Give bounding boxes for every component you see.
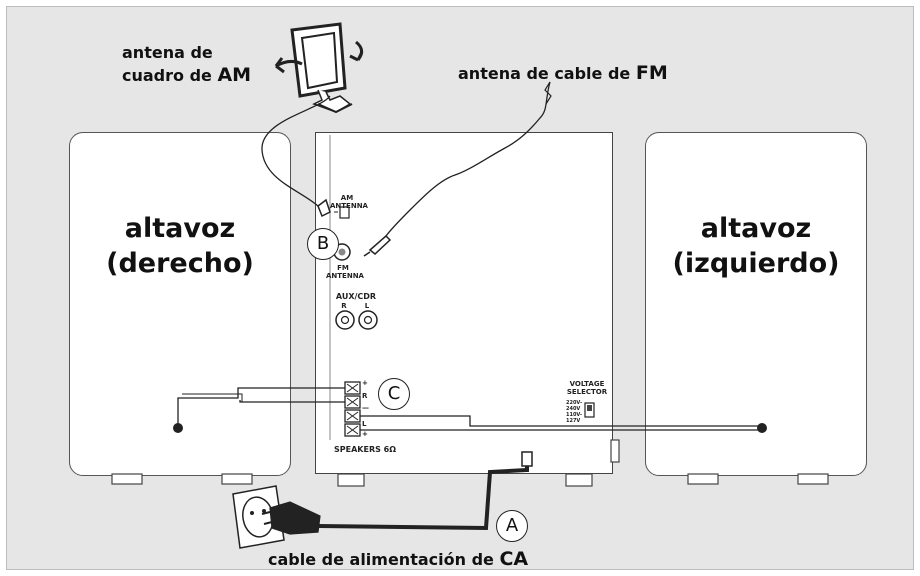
ac-power-cable-caption: cable de alimentación de CA (268, 548, 528, 570)
fm-antenna-caption-text: antena de cable de (458, 64, 636, 83)
fm-antenna-label: FM ANTENNA (326, 264, 364, 280)
am-terminal (339, 206, 350, 219)
ac-power-cable-caption-text: cable de alimentación de (268, 550, 500, 569)
speaker-left-foot-1 (687, 473, 719, 485)
speaker-left-foot-2 (797, 473, 829, 485)
unit-foot-right (565, 473, 593, 487)
voltage-220-label: 220V- 240V (566, 400, 584, 412)
am-antenna-caption-bold: AM (217, 64, 252, 86)
power-plug (269, 501, 321, 535)
fm-antenna-caption-bold: FM (635, 62, 668, 84)
ac-power-cable (317, 458, 529, 531)
terminal-minus: — (362, 404, 369, 412)
speaker-terminals (344, 381, 361, 437)
fm-antenna-label-line1: FM (337, 264, 349, 272)
am-antenna-caption-line2: cuadro de AM (122, 64, 272, 87)
speakers-impedance-label: SPEAKERS 6Ω (334, 445, 397, 454)
aux-cdr-label: AUX/CDR (335, 292, 377, 301)
callout-b: B (307, 228, 339, 260)
ac-power-cable-caption-bold: CA (499, 548, 529, 570)
speaker-right-connector (173, 423, 183, 433)
am-antenna-label: AM ANTENNA (330, 194, 368, 210)
am-antenna-label-line1: AM (340, 194, 354, 202)
callout-c: C (378, 378, 410, 410)
am-antenna-caption: antena de cuadro de AM (122, 42, 272, 87)
voltage-240-text: 240V (566, 406, 581, 412)
fm-antenna-plug (368, 234, 392, 255)
terminal-r: R (362, 392, 368, 400)
speaker-left: altavoz (izquierdo) (645, 132, 867, 476)
speaker-left-subtitle: (izquierdo) (672, 248, 840, 279)
fm-antenna-label-line2: ANTENNA (326, 272, 364, 280)
speaker-left-connector (757, 423, 767, 433)
fm-antenna-caption: antena de cable de FM (458, 62, 668, 84)
speaker-left-title: altavoz (700, 213, 812, 244)
voltage-selector-line2: SELECTOR (566, 388, 608, 396)
am-antenna-caption-line1: antena de (122, 43, 213, 62)
speaker-right-title: altavoz (124, 213, 236, 244)
voltage-110-label: 110V- 127V (566, 412, 584, 424)
am-antenna-caption-text: cuadro de (122, 66, 218, 85)
voltage-220-text: 220V- (566, 400, 583, 406)
speaker-right-foot-1 (111, 473, 143, 485)
wall-socket (232, 485, 285, 549)
voltage-110-text: 110V- (566, 412, 583, 418)
aux-l-label: L (364, 302, 370, 310)
voltage-selector-label: VOLTAGE SELECTOR (562, 380, 612, 396)
main-unit-back-panel (315, 132, 613, 474)
speaker-right-subtitle: (derecho) (106, 248, 254, 279)
terminal-plus-bottom: + (362, 430, 368, 438)
am-antenna-label-line2: ANTENNA (330, 202, 368, 210)
terminal-l: L (362, 420, 367, 428)
callout-a: A (496, 510, 528, 542)
am-loop-antenna (274, 22, 364, 114)
voltage-127-text: 127V (566, 418, 581, 424)
unit-side-tab (610, 439, 620, 463)
aux-r-label: R (341, 302, 347, 310)
voltage-selector-line1: VOLTAGE (569, 380, 605, 388)
unit-foot-left (337, 473, 365, 487)
terminal-plus-top: + (362, 379, 368, 387)
speaker-right-foot-2 (221, 473, 253, 485)
speaker-right: altavoz (derecho) (69, 132, 291, 476)
